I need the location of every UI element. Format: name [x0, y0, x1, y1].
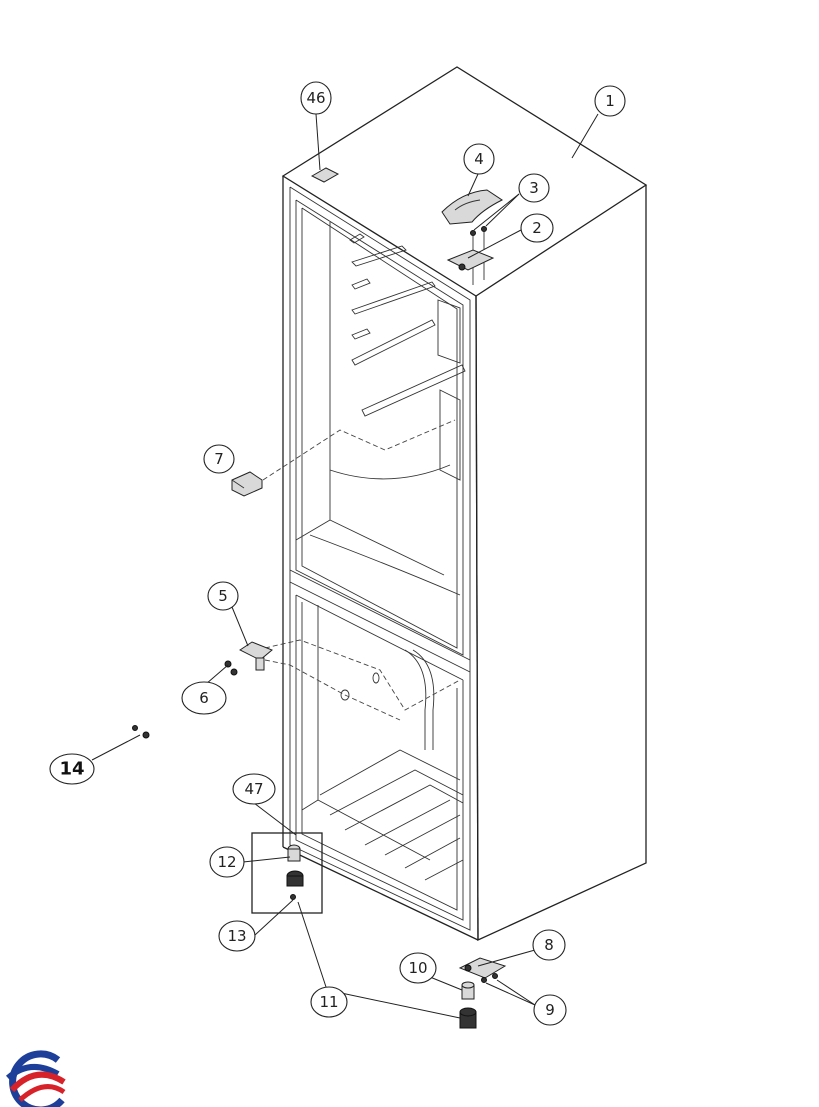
feet-parts	[459, 973, 498, 1029]
bottom-hinge-part	[458, 957, 507, 979]
top-cap-part	[310, 167, 340, 183]
middle-hinge-part	[239, 641, 273, 671]
callout-11-label: 11	[319, 993, 338, 1011]
callout-1-label: 1	[605, 92, 615, 110]
lower-compartment-details	[319, 649, 464, 881]
callout-3: 3	[518, 173, 550, 203]
callout-47-label: 47	[244, 780, 263, 798]
callout-14: 14	[49, 753, 95, 785]
callout-4: 4	[463, 143, 495, 175]
callout-5: 5	[207, 581, 239, 611]
callout-47: 47	[232, 773, 276, 805]
middle-screws-part	[224, 660, 238, 676]
callout-7: 7	[203, 444, 235, 474]
callout-4-label: 4	[474, 150, 484, 168]
callout-6-label: 6	[199, 689, 209, 707]
callout-1: 1	[594, 85, 626, 117]
callout-2: 2	[520, 213, 554, 243]
callout-46: 46	[300, 81, 332, 115]
loose-screws-part	[132, 725, 150, 739]
callout-13-label: 13	[227, 927, 246, 945]
callout-10-label: 10	[408, 959, 427, 977]
assembly-dashed-lines	[262, 419, 461, 721]
top-hinge-part	[446, 249, 495, 285]
hinge-cover-part	[441, 189, 503, 225]
leader-lines	[91, 113, 599, 1019]
callout-8: 8	[532, 929, 566, 961]
callout-13: 13	[218, 920, 256, 952]
callout-14-label: 14	[59, 759, 84, 780]
callout-8-label: 8	[544, 936, 554, 954]
cabinet-body	[281, 66, 648, 942]
screws-part	[470, 226, 487, 252]
callout-10: 10	[399, 952, 437, 984]
brand-logo	[5, 1050, 66, 1107]
foot-kit-box	[251, 832, 323, 914]
shelf-rails	[309, 233, 466, 596]
callout-6: 6	[181, 681, 227, 715]
callout-5-label: 5	[218, 587, 228, 605]
callout-7-label: 7	[214, 450, 224, 468]
callout-3-label: 3	[529, 179, 539, 197]
callout-12-label: 12	[217, 853, 236, 871]
switch-part	[231, 471, 263, 497]
callout-9-label: 9	[545, 1001, 555, 1019]
callout-9: 9	[533, 994, 567, 1026]
callout-46-label: 46	[306, 89, 325, 107]
callout-11: 11	[310, 986, 348, 1018]
callout-12: 12	[209, 846, 245, 878]
callout-2-label: 2	[532, 219, 542, 237]
